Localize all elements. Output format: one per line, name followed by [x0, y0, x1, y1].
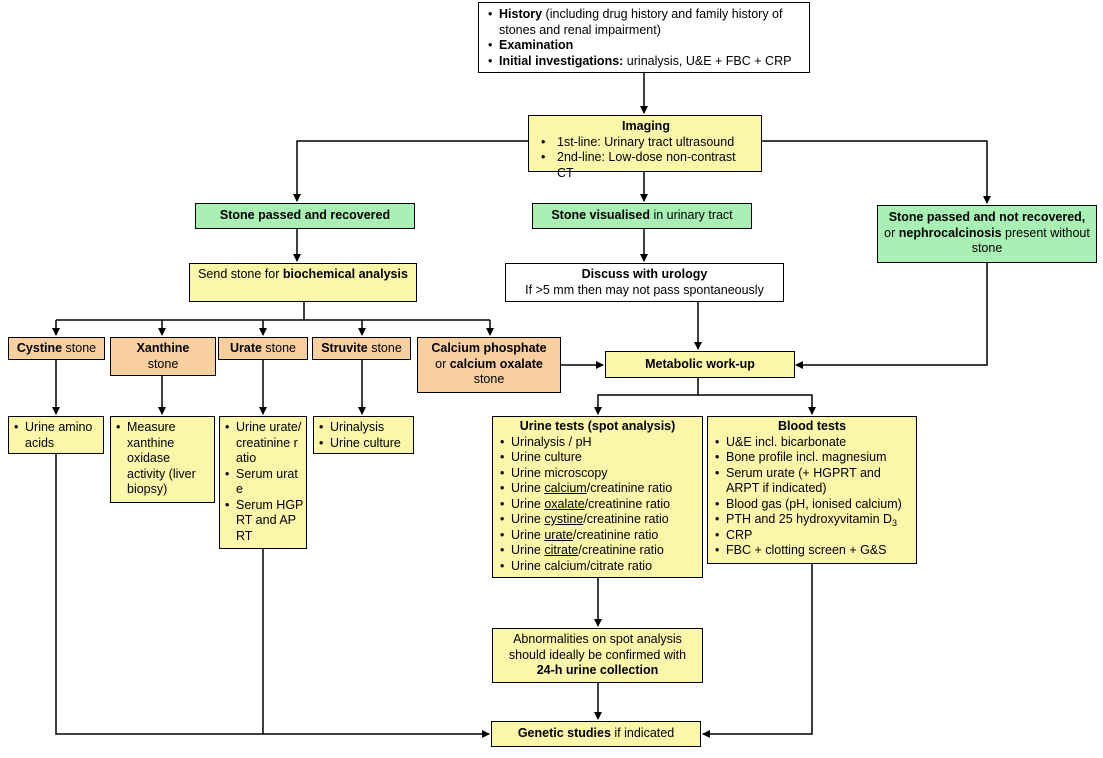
arrow-metabolic-to-urine [594, 378, 699, 415]
history-detail: (including drug history and family histo… [499, 7, 783, 37]
abnormalities-text: Abnormalities on spot analysis should id… [508, 632, 687, 662]
blood-test-item: Serum urate (+ HGPRT and ARPT if indicat… [714, 466, 910, 497]
cystine-tests-box: Urine amino acids [8, 416, 104, 454]
arrow-imaging-to-passed [293, 140, 528, 202]
genetic-studies-box: Genetic studies if indicated [491, 721, 701, 747]
urine-collection-label: 24-h urine collection [536, 663, 659, 677]
initial-investigations-label: Initial investigations: [499, 53, 624, 68]
blood-tests-box: Blood tests U&E incl. bicarbonateBone pr… [707, 416, 917, 564]
blood-tests-title: Blood tests [777, 419, 847, 433]
urine-culture-item: Urine culture [318, 436, 409, 452]
urine-test-item: Urine calcium/citrate ratio [499, 559, 696, 575]
blood-test-item: U&E incl. bicarbonate [714, 435, 910, 451]
urine-test-item: Urine cystine/creatinine ratio [499, 512, 696, 528]
blood-test-item: Blood gas (pH, ionised calcium) [714, 497, 910, 513]
examination-label: Examination [499, 38, 574, 52]
urine-test-item: Urine oxalate/creatinine ratio [499, 497, 696, 513]
urine-amino-acids-item: Urine amino acids [13, 420, 99, 451]
arrow-metabolic-to-blood [698, 394, 816, 415]
stone-not-recovered-box: Stone passed and not recovered, or nephr… [877, 205, 1097, 263]
urine-test-item: Urine urate/creatinine ratio [499, 528, 696, 544]
stone-passed-recovered-box: Stone passed and recovered [195, 203, 415, 229]
abnormalities-box: Abnormalities on spot analysis should id… [492, 628, 703, 683]
history-label: History [499, 7, 543, 21]
arrow-imaging-to-not-recovered [762, 140, 991, 204]
struvite-stone-box: Struvite stone [312, 337, 411, 360]
arrow-not-recovered-to-metabolic [795, 263, 988, 369]
blood-tests-list: U&E incl. bicarbonateBone profile incl. … [714, 435, 910, 559]
urine-test-item: Urine citrate/creatinine ratio [499, 543, 696, 559]
urine-test-item: Urine calcium/creatinine ratio [499, 481, 696, 497]
stone-visualised-box: Stone visualised in urinary tract [532, 203, 752, 229]
urine-test-item: Urine microscopy [499, 466, 696, 482]
blood-test-item: Bone profile incl. magnesium [714, 450, 910, 466]
xanthine-oxidase-item: Measure xanthine oxidase activity (liver… [115, 420, 210, 498]
arrow-blood-to-genetic [702, 564, 813, 738]
serum-urate-item: Serum urate [224, 467, 304, 498]
metabolic-workup-box: Metabolic work-up [605, 351, 795, 378]
arrow-cystine-tests-to-genetic [55, 454, 490, 738]
urine-test-item: Urinalysis / pH [499, 435, 696, 451]
urate-creatinine-item: Urine urate/creatinine ratio [224, 420, 304, 467]
imaging-first-line: 1st-line: Urinary tract ultrasound [537, 135, 755, 151]
serum-hgprt-item: Serum HGPRT and APRT [224, 498, 304, 545]
discuss-urology-box: Discuss with urology If >5 mm then may n… [505, 263, 784, 302]
blood-test-item: FBC + clotting screen + G&S [714, 543, 910, 559]
urine-tests-title: Urine tests (spot analysis) [519, 419, 676, 433]
imaging-title: Imaging [622, 119, 670, 133]
initial-investigations-detail: urinalysis, U&E + FBC + CRP [623, 53, 792, 68]
discuss-urology-text: If >5 mm then may not pass spontaneously [525, 282, 764, 297]
discuss-urology-title: Discuss with urology [581, 267, 708, 281]
blood-test-item: PTH and 25 hydroxyvitamin D3 [714, 512, 910, 528]
imaging-second-line: 2nd-line: Low-dose non-contrast CT [537, 150, 755, 181]
history-box: History (including drug history and fami… [478, 2, 810, 73]
send-stone-box: Send stone for biochemical analysis [189, 263, 417, 302]
urine-test-item: Urine culture [499, 450, 696, 466]
urate-tests-box: Urine urate/creatinine ratio Serum urate… [219, 416, 307, 549]
struvite-tests-box: Urinalysis Urine culture [313, 416, 414, 454]
urinalysis-item: Urinalysis [318, 420, 409, 436]
urate-stone-box: Urate stone [218, 337, 308, 360]
xanthine-tests-box: Measure xanthine oxidase activity (liver… [110, 416, 215, 503]
imaging-box: Imaging 1st-line: Urinary tract ultrasou… [528, 115, 762, 180]
blood-test-item: CRP [714, 528, 910, 544]
urine-tests-box: Urine tests (spot analysis) Urinalysis /… [492, 416, 703, 578]
cystine-stone-box: Cystine stone [8, 337, 105, 360]
